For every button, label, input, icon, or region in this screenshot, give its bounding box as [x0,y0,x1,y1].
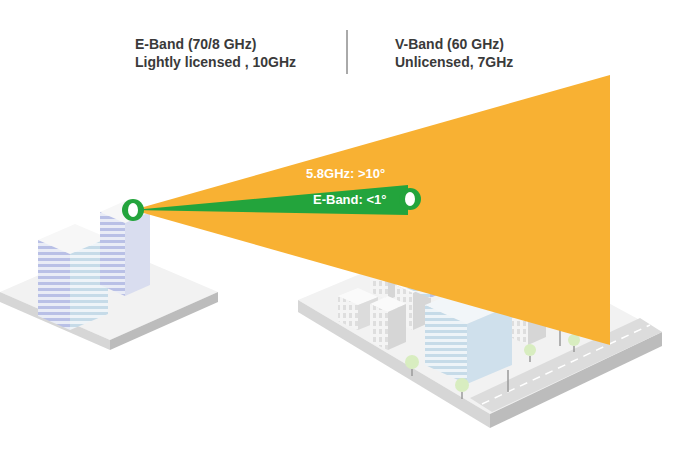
band-subheading: Lightly licensed , 10GHz [135,54,296,71]
beam-label: 5.8GHz: >10° [306,166,385,182]
beam-label: E-Band: <1° [313,192,386,208]
e-band-beam [133,185,408,215]
antenna [122,188,421,221]
divider [347,30,348,74]
band-heading: E-Band (70/8 GHz) [135,36,256,53]
band-subheading: Unlicensed, 7GHz [395,54,513,71]
v-band-beam [133,75,610,345]
band-heading: V-Band (60 GHz) [395,36,504,53]
